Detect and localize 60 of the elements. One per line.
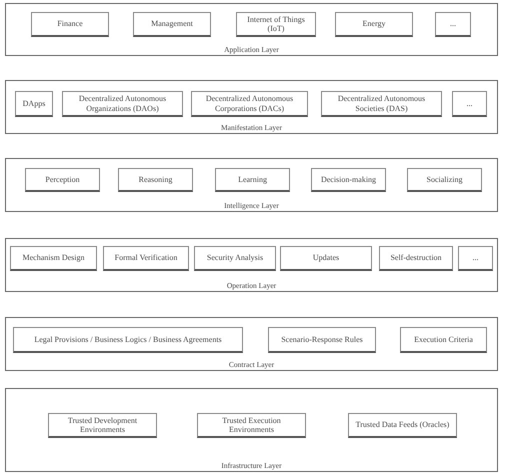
layer-panel [5,80,498,134]
component-box [15,91,53,117]
component-box [236,12,316,37]
component-box [335,12,413,37]
component-label: ... [472,253,478,263]
component-box [348,413,457,438]
component-label: Management [151,19,193,29]
component-box [25,168,100,192]
component-box [194,246,276,271]
component-label: Energy [362,19,386,29]
component-label: ... [466,98,472,108]
layer-panel [5,317,498,371]
component-label: Mechanism Design [22,253,84,263]
component-box [31,12,109,37]
component-box [197,413,306,438]
component-box [118,168,193,192]
layer-panel [5,238,498,292]
component-box [280,246,372,271]
component-box [133,12,211,37]
component-box [48,413,157,438]
component-label: Self-destruction [390,253,442,263]
component-label: Legal Provisions / Business Logics / Business Agreements [34,334,222,344]
component-label: DApps [22,98,46,108]
component-box [268,327,376,353]
component-label: Reasoning [138,174,172,184]
component-box [10,246,97,271]
component-box [407,168,482,192]
component-label: ... [450,19,456,29]
layer-panel [5,158,498,212]
component-box [321,91,442,117]
component-box [215,168,290,192]
component-box [13,327,243,353]
component-label: Internet of Things (IoT) [246,14,306,34]
layer-panel [5,388,498,472]
layer-panel [5,3,498,56]
component-label: Updates [312,253,340,263]
component-label: Learning [238,174,267,184]
component-label: Decentralized Autonomous Organizations (DAOs) [78,94,168,113]
component-box [400,327,487,353]
component-label: Decentralized Autonomous Corporations (DACs) [204,94,294,113]
component-label: Formal Verification [114,253,178,263]
component-box [311,168,386,192]
component-label: Security Analysis [206,253,264,263]
component-label: Decentralized Autonomous Societies (DAS) [336,94,426,113]
component-label: Trusted Execution Environments [221,416,282,434]
component-box [435,12,471,37]
component-box [62,91,183,117]
component-label: Decision-making [320,174,376,184]
component-label: Trusted Data Feeds (Oracles) [356,420,450,430]
component-label: Perception [45,174,80,184]
component-label: Scenario-Response Rules [281,334,363,344]
component-label: Finance [57,19,83,29]
component-box [452,91,487,117]
component-label: Execution Criteria [414,334,473,344]
component-box [191,91,308,117]
component-box [103,246,189,271]
component-box [379,246,453,271]
component-label: Trusted Development Environments [66,416,138,434]
component-box [458,246,493,271]
component-label: Socializing [426,174,462,184]
